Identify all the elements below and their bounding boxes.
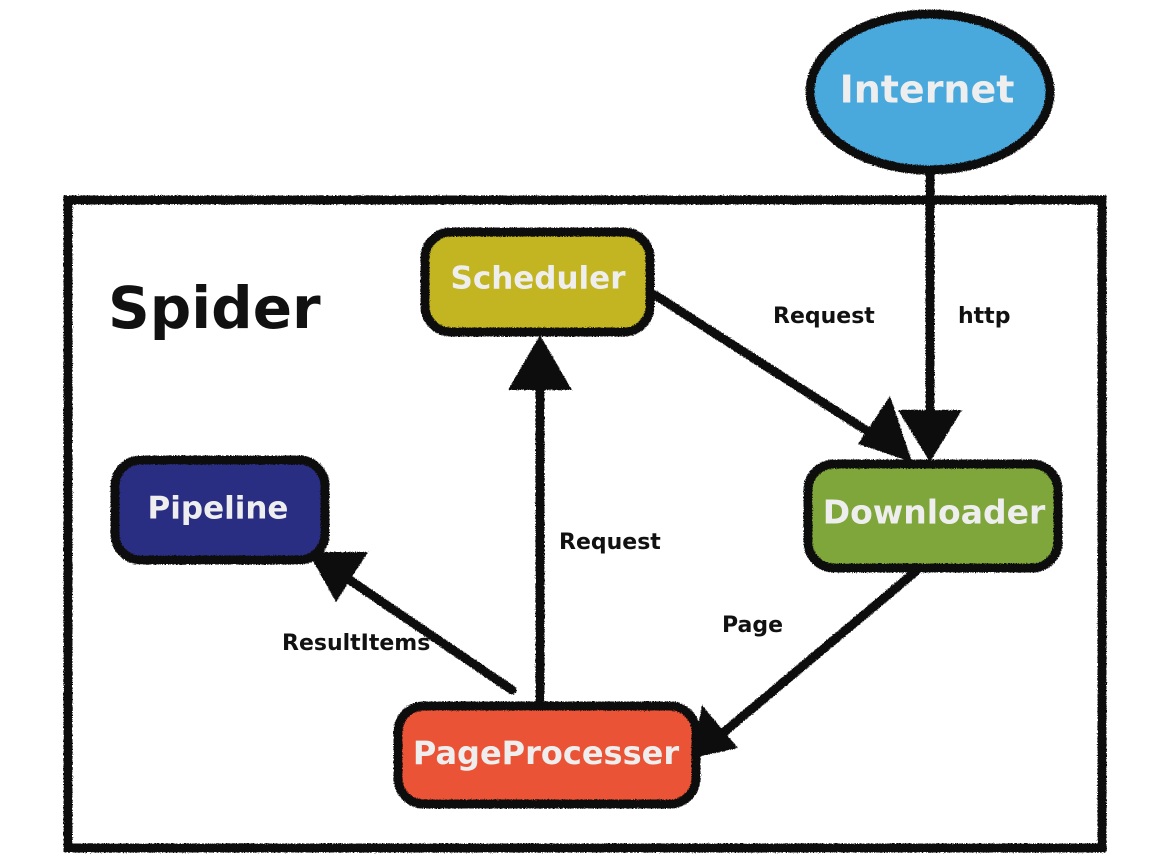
edge-label-resultitems: ResultItems [282,631,430,656]
node-internet-label: Internet [840,68,1015,112]
node-downloader-label: Downloader [823,493,1046,532]
node-internet: Internet [805,9,1055,175]
edge-label-http: http [958,304,1010,329]
node-pageprocesser-label: PageProcesser [413,734,679,772]
arrowhead-scheduler-downloader [858,396,912,462]
edge-label-request-top: Request [773,304,875,329]
node-pipeline-label: Pipeline [148,491,289,527]
edge-label-page: Page [722,613,783,638]
edge-scheduler-downloader [650,290,905,457]
edge-label-request-middle: Request [559,530,661,555]
node-pipeline: Pipeline [110,455,330,565]
spider-container [63,195,1107,853]
arrowhead-http [898,410,962,462]
edge-resultitems [315,555,517,695]
node-downloader: Downloader [803,459,1063,573]
node-scheduler: Scheduler [420,227,655,337]
arrowhead-page [692,705,738,758]
node-scheduler-label: Scheduler [451,261,627,297]
arrowhead-processer-scheduler [508,335,572,390]
arrowhead-resultitems [308,552,368,602]
node-pageprocesser: PageProcesser [393,701,701,809]
spider-title: Spider [108,274,321,342]
edge-page [700,567,920,753]
